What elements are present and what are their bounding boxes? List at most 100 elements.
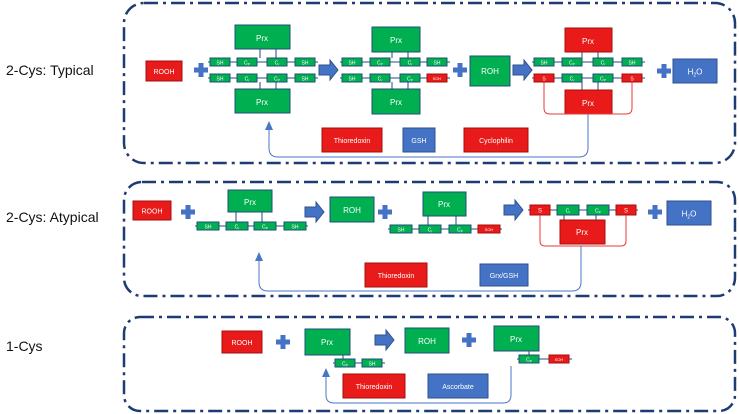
disulfide-bond-line [539,215,627,247]
reductant-box-ascorbate [427,373,489,399]
prx-box [422,191,467,217]
svg-text:CP: CP [526,358,533,364]
svg-text:SH: SH [217,61,224,67]
svg-text:Cr: Cr [408,61,414,67]
plus-icon [181,205,195,219]
svg-text:Prx: Prx [244,198,256,207]
roh-box [329,196,375,223]
roh-box [404,327,450,354]
typical-panel [122,1,737,165]
prx-box [371,26,421,53]
svg-text:Prx: Prx [582,37,594,46]
svg-text:Cr: Cr [570,77,576,83]
svg-text:CP: CP [457,228,464,234]
prx-box [371,88,421,115]
prx-onecys-sulfenic: Prx CP SOH [493,325,572,364]
svg-text:CP: CP [262,225,269,231]
svg-text:Prx: Prx [510,335,522,344]
svg-text:Prx: Prx [438,200,450,209]
plus-icon [194,63,208,77]
svg-text:CP: CP [600,77,607,83]
rooh-box [132,200,172,221]
prx-dimer-reduced: Prx Prx SH CP Cr SH SH Cr CP SH [208,24,318,114]
svg-text:SH: SH [541,61,548,67]
prx-monomer-reduced: Prx SH Cr CP SH [195,189,308,231]
svg-text:SH: SH [349,77,356,83]
svg-text:CP: CP [274,77,281,83]
typical-reaction: ROOH Prx Prx SH CP Cr SH SH [145,24,718,158]
rooh-label: ROOH [154,69,175,76]
recycle-line [325,366,512,404]
arrow-icon [503,199,524,221]
svg-text:Thioredoxin: Thioredoxin [334,138,371,145]
rooh-box [221,330,263,354]
plus-icon [378,205,392,219]
svg-text:SH: SH [302,77,309,83]
svg-text:Thioredoxin: Thioredoxin [378,273,415,280]
reductant-box-thioredoxin [364,262,428,288]
svg-text:S: S [630,77,634,83]
svg-text:CP: CP [342,362,349,368]
reductant-box-thioredoxin [321,127,383,153]
svg-text:Thioredoxin: Thioredoxin [356,384,393,391]
plus-icon [648,205,662,219]
recycle-line [258,246,582,292]
arrow-icon [304,201,325,223]
svg-text:ROH: ROH [418,337,436,346]
h2o-box [666,200,712,226]
arrow-icon [318,59,339,81]
recycle-arrowhead [255,252,263,261]
arrow-icon [512,59,533,81]
svg-text:S: S [624,209,628,215]
h2o-label: H2O [688,68,703,79]
svg-text:CP: CP [377,61,384,67]
typical-row-label: 2-Cys: Typical [6,62,94,78]
atypical-panel [122,180,737,298]
svg-text:CP: CP [595,209,602,215]
prx-box [234,24,291,50]
plus-icon [657,64,671,78]
svg-text:SH: SH [629,61,636,67]
onecys-reaction: ROOH Prx CP SH ROH Prx CP SOH [221,325,572,404]
reductant-box-thioredoxin [342,373,406,399]
prx-box [493,325,540,352]
svg-text:Cr: Cr [566,209,572,215]
svg-text:H2O: H2O [682,210,697,221]
svg-text:Prx: Prx [576,228,588,237]
roh-box [469,55,511,87]
recycle-line [268,114,589,158]
atypical-reaction: ROOH Prx SH Cr CP SH ROH Prx [132,189,712,292]
prx-onecys-reduced: Prx CP SH [304,328,385,368]
svg-text:CP: CP [569,61,576,67]
svg-text:ROOH: ROOH [232,340,253,347]
plus-icon [453,63,467,77]
recycle-arrowhead [265,121,273,130]
rooh-box [145,60,183,82]
svg-text:SOH: SOH [485,227,494,232]
prx-box [559,219,606,245]
svg-text:SH: SH [398,228,405,234]
reductant-box-gsh [402,127,436,153]
svg-text:SOH: SOH [555,357,564,362]
svg-text:ROH: ROH [343,206,361,215]
svg-text:Cr: Cr [378,77,384,83]
prx-dimer-sulfenic: Prx Prx SH CP Cr SH SH Cr CP SOH [340,26,450,115]
plus-icon [276,335,290,349]
svg-text:Cr: Cr [428,228,434,234]
svg-text:SH: SH [205,225,212,231]
svg-text:Prx: Prx [390,36,402,45]
svg-text:Prx: Prx [321,338,333,347]
svg-text:Prx: Prx [582,99,594,108]
svg-text:SH: SH [369,362,376,368]
prx-monomer-sulfenic: Prx SH Cr CP SOH [388,191,502,234]
svg-text:CP: CP [407,77,414,83]
svg-text:Prx: Prx [390,98,402,107]
svg-text:SH: SH [302,61,309,67]
svg-text:Grx/GSH: Grx/GSH [490,273,518,280]
svg-text:Prx: Prx [256,34,268,43]
svg-text:S: S [542,77,546,83]
reductant-box-grx-gsh [479,263,529,287]
svg-text:Cr: Cr [275,61,281,67]
svg-text:Ascorbate: Ascorbate [442,384,474,391]
